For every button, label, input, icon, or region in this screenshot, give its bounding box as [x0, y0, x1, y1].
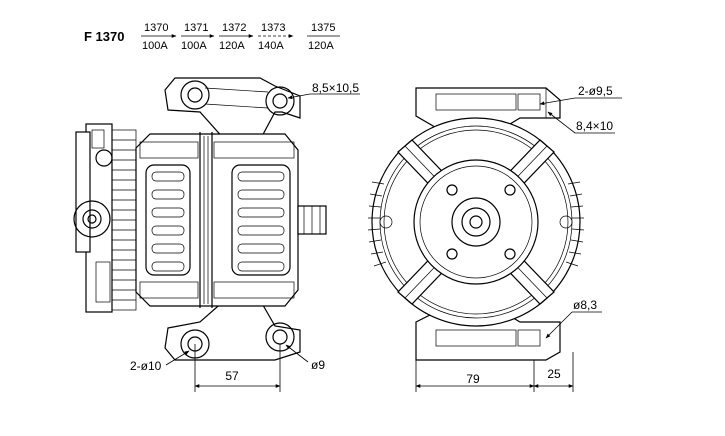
variant-current: 100A: [181, 40, 207, 52]
model-number: F 1370: [84, 29, 124, 44]
bolt-hole: [504, 184, 516, 196]
variant-current: 100A: [142, 40, 168, 52]
variant-1371: 1371 100A: [181, 22, 215, 52]
slot-8-4x10-label: 8,4×10: [576, 119, 613, 133]
top-right-lug-hole: [265, 86, 295, 116]
variant-code: 1372: [222, 22, 246, 34]
variant-code: 1371: [184, 22, 208, 34]
top-left-lug-hole: [180, 80, 210, 110]
pulley-hub: [451, 197, 501, 247]
vent-slots-left: [145, 164, 191, 276]
variant-1370: 1370 100A: [141, 22, 177, 52]
holes-2xd9-5-label: 2-ø9,5: [578, 84, 613, 98]
variant-current: 120A: [219, 40, 245, 52]
dimension-57: 57: [225, 369, 239, 383]
dimension-79: 79: [466, 372, 480, 386]
variant-current: 140A: [258, 40, 284, 52]
variant-code: 1370: [144, 22, 168, 34]
bolt-hole: [446, 184, 458, 196]
dimension-25: 25: [547, 367, 561, 381]
vent-slots-right: [231, 164, 291, 276]
hole-d8-3-label: ø8,3: [573, 298, 597, 312]
variant-1373: 1373 140A: [258, 22, 294, 52]
stator-housing: [135, 133, 299, 307]
variant-current: 120A: [308, 40, 334, 52]
variant-1372: 1372 120A: [219, 22, 254, 52]
model-header: F 1370 1370 100A 1371 100A 1372 120A 137…: [84, 22, 340, 52]
hole-d9-label: ø9: [311, 358, 325, 372]
bolt-hole: [504, 248, 516, 260]
terminal-post: [73, 200, 111, 238]
bolt-hole: [446, 248, 458, 260]
variant-code: 1375: [311, 22, 335, 34]
front-view: 79 25 2-ø9,5 8,4×10 ø8,3: [367, 84, 622, 392]
cooling-fins-rear: [111, 129, 137, 311]
variant-1375: 1375 120A: [307, 22, 340, 52]
holes-2xd10-label: 2-ø10: [130, 359, 162, 373]
variant-code: 1373: [261, 22, 285, 34]
housing-fins: [367, 181, 585, 267]
slot-8-5x10-5-label: 8,5×10,5: [312, 81, 359, 95]
side-view: 57 2-ø10 ø9 8,5×10,5: [73, 77, 360, 392]
